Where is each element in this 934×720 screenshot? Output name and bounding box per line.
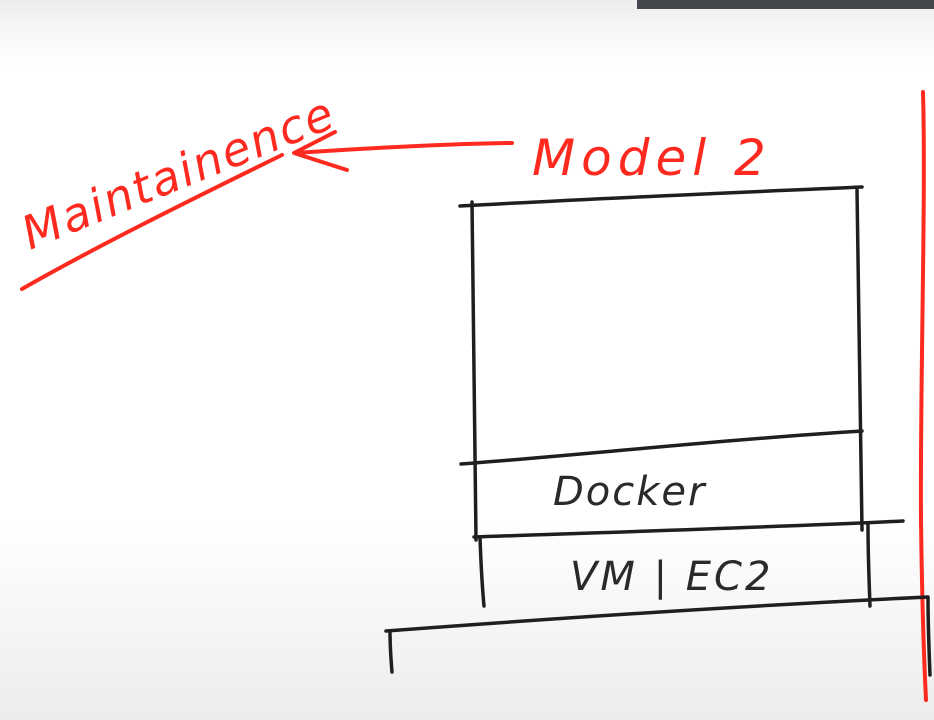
base-right-leg xyxy=(926,596,932,677)
app-box-top xyxy=(458,185,864,208)
vm-layer-right xyxy=(866,523,872,608)
vm-layer-top xyxy=(472,519,905,539)
arrow-head-icon xyxy=(292,130,349,172)
maintenance-label: Maintainence xyxy=(14,85,343,260)
model-title: Model 2 xyxy=(532,129,772,187)
arrow-shaft xyxy=(293,141,514,155)
docker-label: Docker xyxy=(553,469,707,515)
maintenance-underline xyxy=(20,153,284,291)
docker-layer-top xyxy=(459,429,864,466)
vm-layer-left xyxy=(478,536,486,608)
right-divider-line xyxy=(918,90,928,702)
app-box-right xyxy=(855,188,864,532)
video-overlay-bar xyxy=(637,0,934,9)
base-left-leg xyxy=(388,630,394,674)
base-line xyxy=(384,595,930,633)
app-box-left xyxy=(470,200,478,542)
vm-ec2-label: VM | EC2 xyxy=(570,554,773,600)
